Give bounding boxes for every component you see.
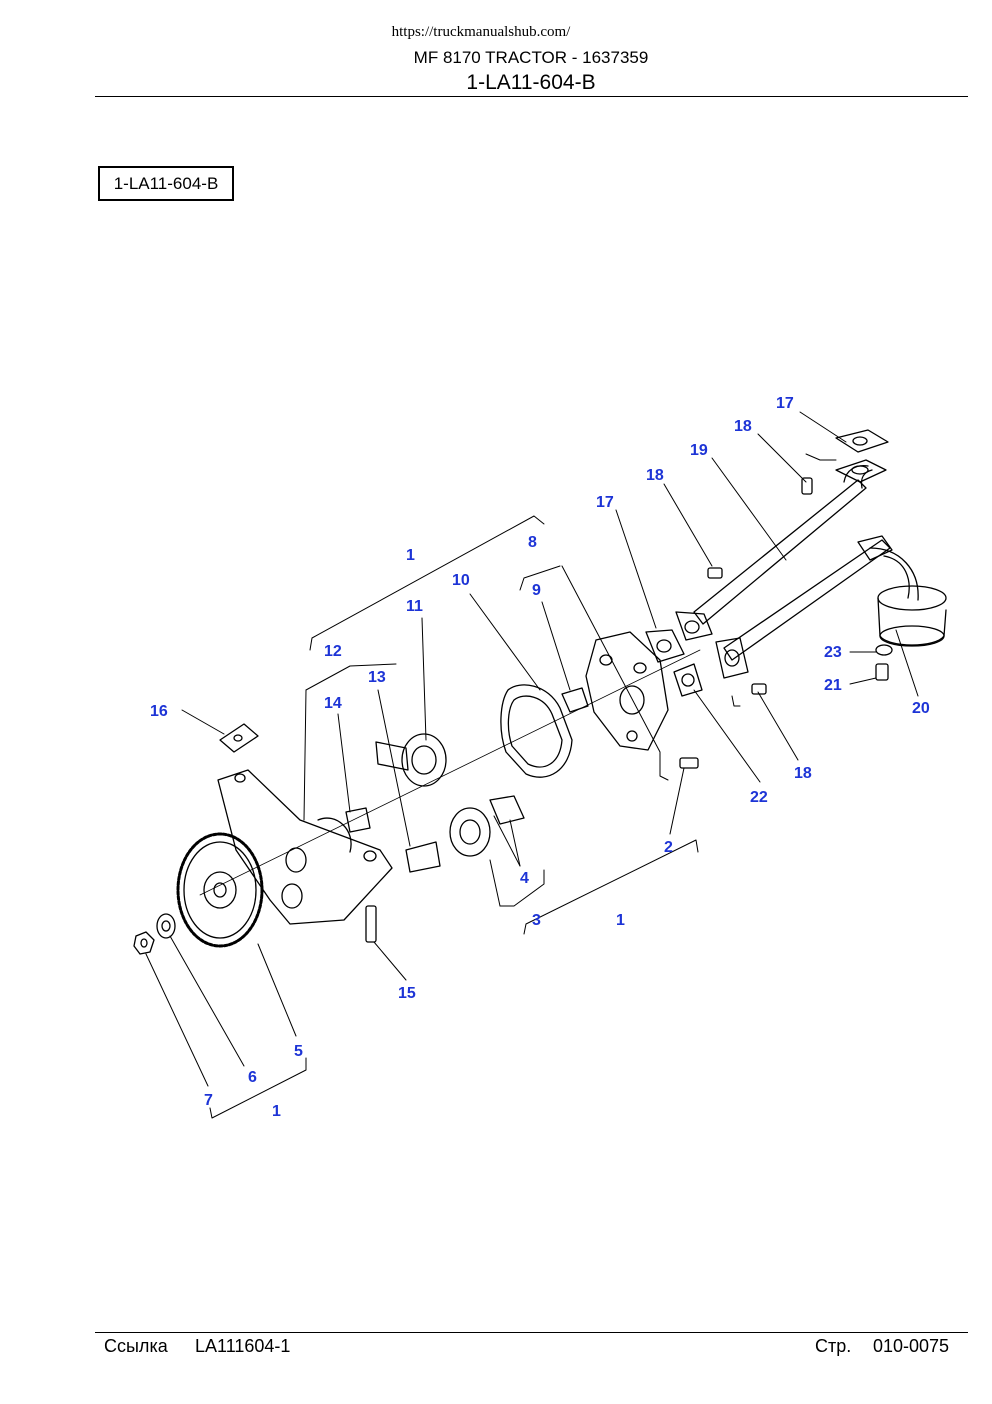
callout-17-mid: 17 (596, 494, 614, 511)
callout-3: 3 (532, 912, 541, 929)
callout-14: 14 (324, 695, 342, 712)
callout-8: 8 (528, 534, 537, 551)
strainer-bell (877, 585, 947, 647)
callout-15: 15 (398, 985, 416, 1002)
pump-gasket (500, 684, 573, 778)
footer-ref-label: Ссылка (104, 1336, 168, 1356)
callout-12: 12 (324, 643, 342, 660)
shim-16 (219, 723, 259, 753)
callout-18-mid: 18 (646, 467, 664, 484)
bolt-2 (679, 757, 699, 769)
idler-gear-3 (449, 795, 525, 857)
callout-22: 22 (750, 789, 768, 806)
callout-13: 13 (368, 669, 386, 686)
bolt-15 (365, 905, 377, 943)
washer-6 (156, 913, 176, 939)
callout-numbers: 17 18 19 18 17 20 23 21 18 22 2 1 3 4 8 … (150, 395, 930, 1120)
callout-4: 4 (520, 870, 529, 887)
drive-gear-11 (375, 733, 447, 787)
pump-cover (585, 631, 669, 751)
callout-23: 23 (824, 644, 842, 661)
callout-10: 10 (452, 572, 470, 589)
callout-18-top: 18 (734, 418, 752, 435)
callout-5: 5 (294, 1043, 303, 1060)
callout-21: 21 (824, 677, 842, 694)
callout-2: 2 (664, 839, 673, 856)
callout-20: 20 (912, 700, 930, 717)
reference-box: 1-LA11-604-B (98, 166, 234, 201)
pipe-flange-gaskets (645, 611, 749, 697)
footer-page-label: Стр. (815, 1336, 852, 1356)
bolts-upper (707, 477, 893, 695)
callout-19: 19 (690, 442, 708, 459)
footer-ref-value: LA111604-1 (195, 1336, 291, 1356)
callout-1-top: 1 (406, 547, 415, 564)
callout-6: 6 (248, 1069, 257, 1086)
spur-gear-5 (176, 832, 264, 948)
pump-body (217, 769, 393, 925)
header-divider (95, 96, 968, 97)
callout-16: 16 (150, 703, 168, 720)
source-url[interactable]: https://truckmanualshub.com/ (391, 24, 571, 40)
callout-1-bottom: 1 (272, 1103, 281, 1120)
page-code-title: 1-LA11-604-B (466, 71, 596, 94)
callout-9: 9 (532, 582, 541, 599)
nut-7 (133, 931, 155, 955)
callout-7: 7 (204, 1092, 213, 1109)
callout-17-top: 17 (776, 395, 794, 412)
callout-11: 11 (406, 598, 423, 615)
bushing-9 (561, 687, 589, 713)
leader-lines (145, 411, 919, 1087)
assembly-brackets (209, 453, 837, 1119)
callout-18-low: 18 (794, 765, 812, 782)
top-flange-and-gasket (835, 429, 889, 483)
callout-1-right: 1 (616, 912, 625, 929)
suction-pipe (693, 464, 919, 661)
footer-page-value: 010-0075 (873, 1336, 950, 1356)
page-model-title: MF 8170 TRACTOR - 1637359 (413, 48, 649, 67)
reference-box-label: 1-LA11-604-B (113, 173, 219, 193)
footer-divider (95, 1332, 968, 1333)
bushings-14-13 (345, 807, 441, 873)
assembly-axis (199, 649, 701, 896)
